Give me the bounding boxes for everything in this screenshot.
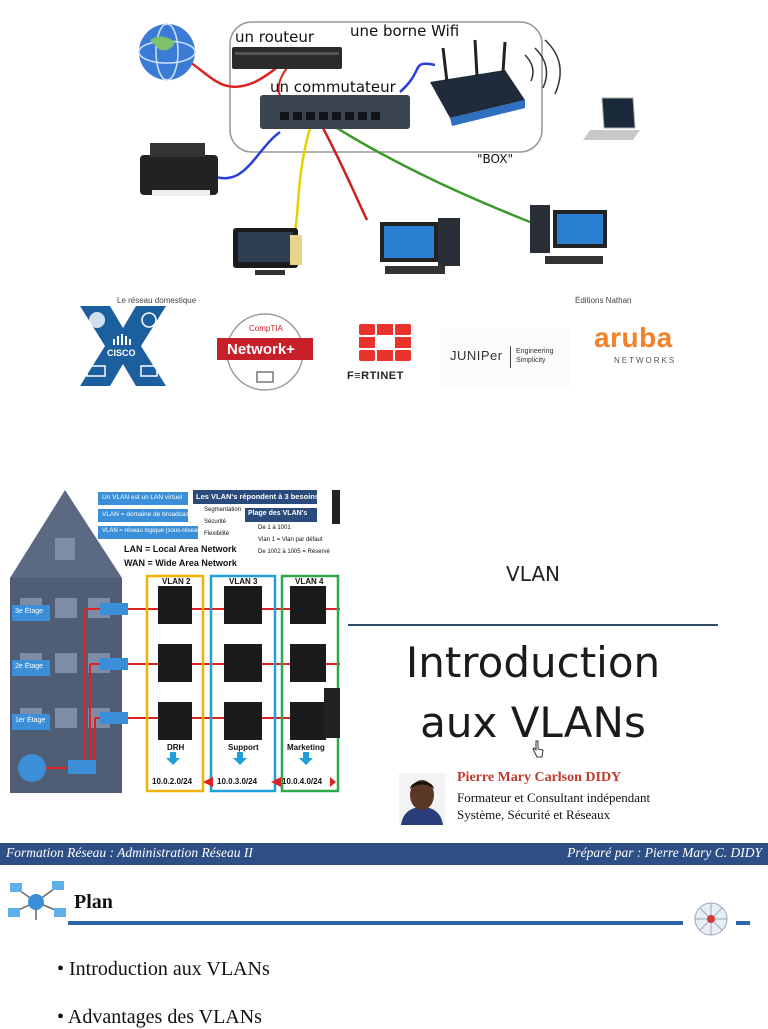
certification-logos: CISCO CompTIA Network+ F≡RTINET JUNIPer …	[55, 300, 715, 410]
cisco-logo: CISCO	[75, 306, 171, 386]
need-1: Segmentation	[204, 507, 242, 513]
diagram-caption-right: Éditions Nathan	[575, 296, 632, 305]
switch-label: un commutateur	[270, 78, 396, 96]
fortinet-wordmark: F≡RTINET	[347, 370, 404, 382]
floor-2-label: 2e Étage	[15, 663, 44, 670]
vlan-4-dept: Marketing	[287, 743, 325, 752]
pointer-cursor-icon	[532, 740, 544, 758]
range-3: De 1002 à 1005 = Réservé	[258, 549, 330, 555]
needs-title: Les VLAN's répondent à 3 besoins:	[196, 492, 322, 501]
note-2: VLAN = domaine de broadcast	[102, 511, 191, 518]
cable-red-pc	[321, 127, 369, 221]
aruba-wordmark: aruba	[594, 322, 673, 353]
slide-title-line-1: Introduction	[405, 638, 661, 687]
aruba-logo: aruba NETWORKS	[590, 320, 700, 370]
author-name: Pierre Mary Carlson DIDY	[457, 770, 622, 785]
vlan-2-dept: DRH	[167, 743, 185, 752]
range-title: Plage des VLAN's	[248, 510, 308, 517]
router-label: un routeur	[235, 28, 315, 46]
router-icon	[232, 47, 342, 69]
cisco-wordmark: CISCO	[107, 348, 136, 358]
plan-item-2-label: Advantages des VLANs	[67, 1006, 262, 1028]
need-2: Sécurité	[204, 519, 227, 525]
wifi-access-point-icon	[430, 39, 561, 126]
cable-blue-wifi	[399, 62, 436, 93]
slide-title-line-2: aux VLANs	[420, 698, 646, 747]
note-1: Un VLAN est un LAN virtuel	[102, 494, 183, 501]
plan-title: Plan	[74, 891, 113, 913]
course-header-band	[0, 843, 768, 865]
network-emblem-icon	[686, 898, 736, 940]
range-2: Vlan 1 = Vlan par défaut	[258, 537, 323, 543]
need-3: Flexibilité	[204, 531, 230, 537]
vlan-2-label: VLAN 2	[162, 577, 191, 586]
author-role-2: Système, Sécurité et Réseaux	[457, 807, 611, 822]
vlan-4-label: VLAN 4	[295, 577, 324, 586]
juniper-wordmark: JUNIPer	[450, 348, 503, 363]
plan-item-1-label: Introduction aux VLANs	[69, 958, 270, 980]
home-network-diagram: un routeur une borne Wifi un commutateur…	[105, 0, 645, 305]
cable-green	[336, 126, 531, 224]
juniper-tagline-2: Simplicity	[516, 357, 546, 364]
vlan-2-subnet: 10.0.2.0/24	[152, 777, 193, 786]
author-avatar	[399, 773, 445, 825]
course-title: Formation Réseau : Administration Réseau…	[6, 845, 253, 860]
plan-divider	[68, 921, 683, 925]
vlan-building-illustration	[10, 488, 340, 793]
desktop-pc-icon-2	[530, 205, 607, 264]
author-role-1: Formateur et Consultant indépendant	[457, 790, 651, 805]
juniper-divider	[510, 346, 511, 368]
comptia-wordmark: CompTIA	[249, 324, 283, 333]
desktop-pc-icon-1	[380, 218, 460, 274]
plan-divider-tail	[736, 921, 750, 925]
cable-blue-printer	[209, 130, 281, 180]
juniper-logo: JUNIPer Engineering Simplicity	[440, 328, 570, 388]
floor-3-label: 3e Étage	[15, 608, 44, 615]
cable-yellow	[291, 127, 312, 239]
vlan-4-subnet: 10.0.4.0/24	[282, 777, 323, 786]
fortinet-logo: F≡RTINET	[345, 322, 425, 386]
vlan-3-dept: Support	[228, 743, 259, 752]
network-nodes-icon	[6, 880, 68, 922]
range-1: De 1 à 1001	[258, 525, 291, 531]
floor-1-label: 1er Étage	[15, 717, 46, 724]
slide-kicker: VLAN	[506, 562, 560, 586]
comptia-network-plus-logo: CompTIA Network+	[215, 312, 315, 392]
network-plus-wordmark: Network+	[227, 341, 295, 358]
vlan-building-figure: Un VLAN est un LAN virtuel VLAN = domain…	[10, 488, 340, 793]
internet-globe-icon	[139, 24, 195, 80]
laptop-icon	[583, 97, 640, 140]
prepared-by: Préparé par : Pierre Mary C. DIDY	[567, 845, 762, 860]
plan-item-2: • Advantages des VLANs	[57, 1006, 262, 1028]
box-label: "BOX"	[477, 152, 513, 166]
vlan-3-label: VLAN 3	[229, 577, 258, 586]
vlan-3-subnet: 10.0.3.0/24	[217, 777, 258, 786]
all-in-one-pc-icon	[233, 228, 302, 275]
plan-item-1: • Introduction aux VLANs	[57, 958, 270, 980]
lan-definition: LAN = Local Area Network	[124, 544, 237, 554]
network-illustration	[138, 21, 640, 275]
diagram-caption-left: Le réseau domestique	[117, 296, 197, 305]
juniper-tagline-1: Engineering	[516, 348, 554, 355]
note-3: VLAN = réseau logique (sous-réseau)	[102, 528, 203, 534]
wifi-label: une borne Wifi	[350, 22, 460, 40]
printer-icon	[140, 143, 218, 196]
aruba-networks-wordmark: NETWORKS	[614, 356, 677, 365]
title-divider	[348, 624, 718, 626]
wan-definition: WAN = Wide Area Network	[124, 558, 237, 568]
